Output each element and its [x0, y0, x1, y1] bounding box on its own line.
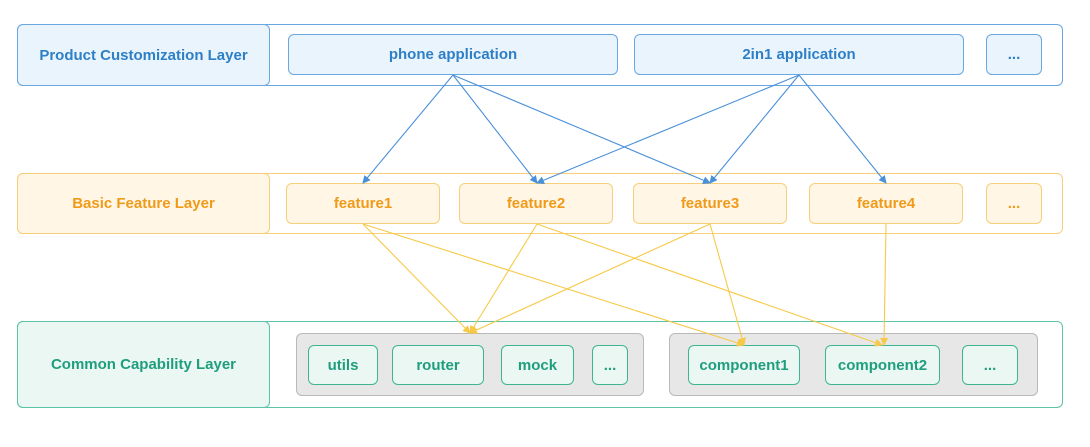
arrow-2in1-feature3: [709, 74, 800, 184]
2in1-application-node: 2in1 application: [634, 34, 964, 75]
feature4-node: feature4: [809, 183, 963, 224]
feature-more-node: ...: [986, 183, 1042, 224]
component2-node: component2: [825, 345, 940, 385]
arrow-feature1-tools: [362, 223, 471, 334]
utils-node: utils: [308, 345, 378, 385]
arrow-phone-feature3: [452, 74, 711, 184]
router-node: router: [392, 345, 484, 385]
product-layer-title: Product Customization Layer: [17, 24, 270, 86]
capability-layer-title: Common Capability Layer: [17, 321, 270, 408]
arrow-2in1-feature4: [798, 74, 887, 184]
feature1-node: feature1: [286, 183, 440, 224]
components-more-node: ...: [962, 345, 1018, 385]
arrow-2in1-feature2: [536, 74, 800, 185]
phone-application-node: phone application: [288, 34, 618, 75]
component1-node: component1: [688, 345, 800, 385]
feature2-node: feature2: [459, 183, 613, 224]
arrow-feature3-tools: [469, 223, 711, 334]
feature-layer-title: Basic Feature Layer: [17, 173, 270, 234]
arrow-feature2-tools: [469, 223, 538, 334]
mock-node: mock: [501, 345, 574, 385]
product-more-node: ...: [986, 34, 1042, 75]
arrow-phone-feature1: [362, 74, 454, 184]
tools-more-node: ...: [592, 345, 628, 385]
arrow-phone-feature2: [452, 74, 538, 184]
feature3-node: feature3: [633, 183, 787, 224]
